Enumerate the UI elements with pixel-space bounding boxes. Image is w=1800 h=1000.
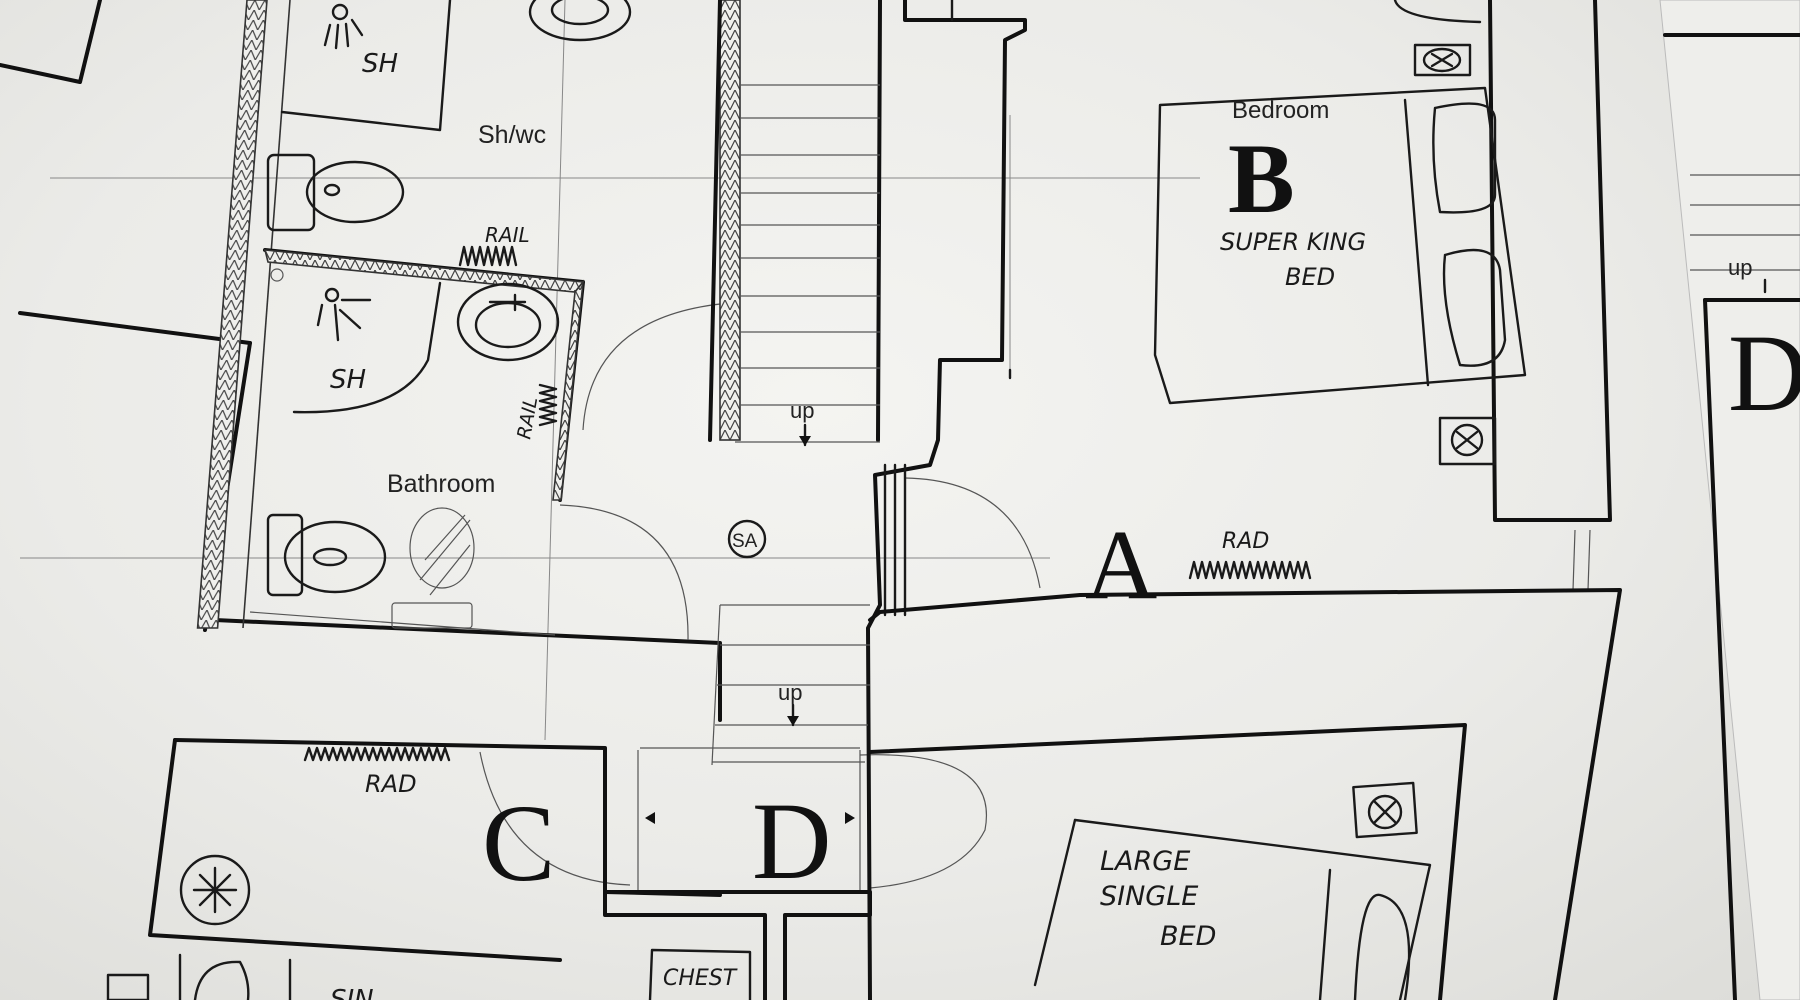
bathroom-block: [18, 0, 722, 722]
second-sheet: [1659, 0, 1800, 1000]
door-swing: [479, 751, 631, 886]
radiator-left-icon: [303, 746, 451, 762]
bed-single-label-2: SINGLE: [1100, 881, 1198, 912]
shower-top: SH: [280, 0, 452, 132]
room-c: RAD C: [148, 738, 722, 962]
bidet: [391, 507, 475, 629]
bedroom-b: Bedroom B SUPER KING BED: [1153, 86, 1527, 405]
light-fixture-icon: [1413, 43, 1472, 77]
bed-b-label-2: BED: [1285, 263, 1335, 291]
shower-wc-label: Sh/wc: [478, 121, 546, 149]
staircase-lower: up: [711, 604, 870, 766]
stair-up-label: up: [790, 398, 814, 423]
light-fixture-icon: [1352, 781, 1418, 839]
towel-rail-top: RAIL: [458, 223, 530, 267]
toilet-bathroom: [266, 513, 387, 597]
towel-rail-side: RAIL: [513, 383, 558, 441]
room-letter-c: C: [482, 782, 555, 904]
shower-label-top: SH: [362, 49, 398, 79]
bed-b-label-1: SUPER KING: [1220, 228, 1366, 256]
basin-top: [528, 0, 632, 42]
rail-label-top: RAIL: [485, 223, 530, 247]
room-large-single: LARGE SINGLE BED: [868, 723, 1467, 1000]
rad-label-left: RAD: [365, 770, 417, 798]
door-swing: [582, 302, 731, 431]
bed-single-label-3: BED: [1160, 921, 1216, 952]
bedroom-b-wall: [1488, 0, 1612, 522]
rad-label-right: RAD: [1222, 529, 1269, 554]
room-letter-d-right: D: [1728, 312, 1800, 434]
bottom-fragments: SIN CHEST: [106, 948, 752, 1000]
room-letter-b: B: [1228, 123, 1295, 234]
insulated-partition: [263, 249, 585, 293]
room-letter-d: D: [752, 780, 831, 902]
shower-bathroom: SH: [270, 268, 442, 414]
radiator-right-icon: [1188, 560, 1312, 580]
corner-wall: [0, 0, 102, 84]
basin-bowl: [550, 0, 610, 26]
central-wall: [866, 0, 1027, 1000]
light-fixture-icon: [1438, 416, 1497, 466]
chest-label: CHEST: [663, 966, 738, 991]
room-a-wall: [868, 588, 1622, 1000]
rail-label-side: RAIL: [513, 395, 542, 441]
door-swing: [559, 504, 689, 641]
shower-label-bathroom: SH: [330, 365, 366, 395]
door-swing: [859, 754, 987, 889]
furniture-edge: [1393, 0, 1482, 24]
room-letter-a: A: [1085, 509, 1157, 620]
smoke-alarm-label: SA: [732, 531, 758, 552]
smoke-alarm-icon: SA: [727, 519, 767, 559]
landing-room-d: [603, 747, 872, 1000]
ceiling-light-icon: [179, 854, 251, 926]
basin-bathroom: [456, 282, 560, 362]
staircase-main: up: [708, 0, 882, 447]
bed-single-label-1: LARGE: [1100, 846, 1190, 877]
insulated-wall: [196, 0, 268, 629]
door-swing: [904, 477, 1041, 589]
bedroom-label: Bedroom: [1232, 97, 1329, 124]
stair-up-label-right: up: [1728, 255, 1752, 280]
stair-up-label-lower: up: [778, 680, 802, 705]
partial-label: SIN: [330, 985, 374, 1000]
grid-line: [544, 0, 566, 741]
bathroom-label: Bathroom: [387, 470, 495, 498]
toilet-top: [266, 153, 405, 232]
